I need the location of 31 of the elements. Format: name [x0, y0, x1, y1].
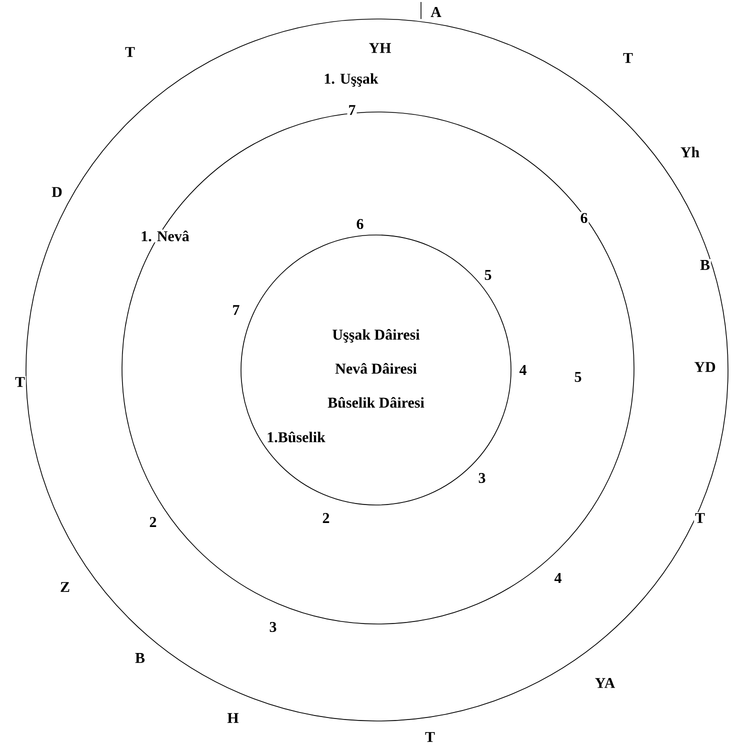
point-label: YA	[594, 677, 616, 689]
point-label: 3	[477, 472, 487, 484]
point-label: 5	[573, 371, 583, 383]
point-label: 2	[321, 512, 331, 524]
point-label: 1. Uşşak	[322, 72, 380, 88]
outer-circle	[26, 18, 728, 722]
point-label: 1. Nevâ	[140, 230, 190, 242]
point-label: T	[124, 46, 136, 58]
point-label: B	[134, 652, 146, 664]
point-label: 5	[483, 269, 493, 281]
point-label: T	[14, 376, 26, 388]
point-label: T	[694, 512, 706, 524]
point-label: B	[699, 259, 711, 271]
point-label: D	[50, 186, 64, 198]
point-label: T	[622, 52, 634, 64]
point-label: 6	[579, 212, 589, 224]
point-label: YH	[368, 42, 392, 54]
point-label: 3	[268, 620, 278, 634]
point-label: Z	[59, 581, 71, 593]
point-label: 7	[231, 304, 241, 316]
point-label: 2	[148, 516, 158, 528]
point-label: H	[226, 712, 240, 724]
point-label: 4	[518, 364, 528, 376]
point-label: 1.Bûselik	[266, 430, 326, 444]
point-label: Yh	[679, 146, 701, 158]
point-label: A	[430, 6, 442, 18]
point-label: 6	[355, 218, 365, 230]
point-label: 7	[347, 104, 357, 116]
point-label: T	[424, 731, 436, 743]
point-label: 4	[553, 572, 563, 584]
point-label: YD	[693, 361, 717, 373]
